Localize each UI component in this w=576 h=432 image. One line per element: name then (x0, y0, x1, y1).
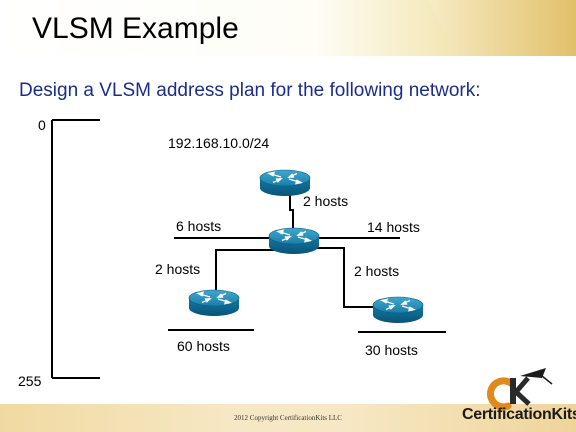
label-left-lan: 6 hosts (176, 218, 221, 234)
title-accent (428, 0, 576, 56)
label-bottom-right-lan: 30 hosts (365, 342, 418, 358)
range-start-label: 0 (38, 117, 46, 133)
label-right-wan: 2 hosts (354, 263, 399, 279)
range-end-label: 255 (18, 373, 42, 389)
router-icon (268, 227, 320, 255)
label-left-wan: 2 hosts (155, 261, 200, 277)
label-bottom-left-lan: 60 hosts (177, 338, 230, 354)
router-icon (188, 289, 240, 317)
network-address: 192.168.10.0/24 (168, 135, 269, 151)
certificationkits-logo-icon (487, 368, 553, 411)
label-top-router-link: 2 hosts (303, 193, 348, 209)
copyright-text: 2012 Copyright CertificationKits LLC (234, 414, 342, 422)
router-icon (372, 296, 424, 324)
brand-name: CertificationKits (462, 406, 576, 423)
footer-bar (0, 404, 576, 432)
address-range-bracket (51, 119, 100, 379)
label-right-lan: 14 hosts (367, 219, 420, 235)
slide-title: VLSM Example (32, 12, 239, 45)
slide-subtitle: Design a VLSM address plan for the follo… (19, 80, 481, 101)
